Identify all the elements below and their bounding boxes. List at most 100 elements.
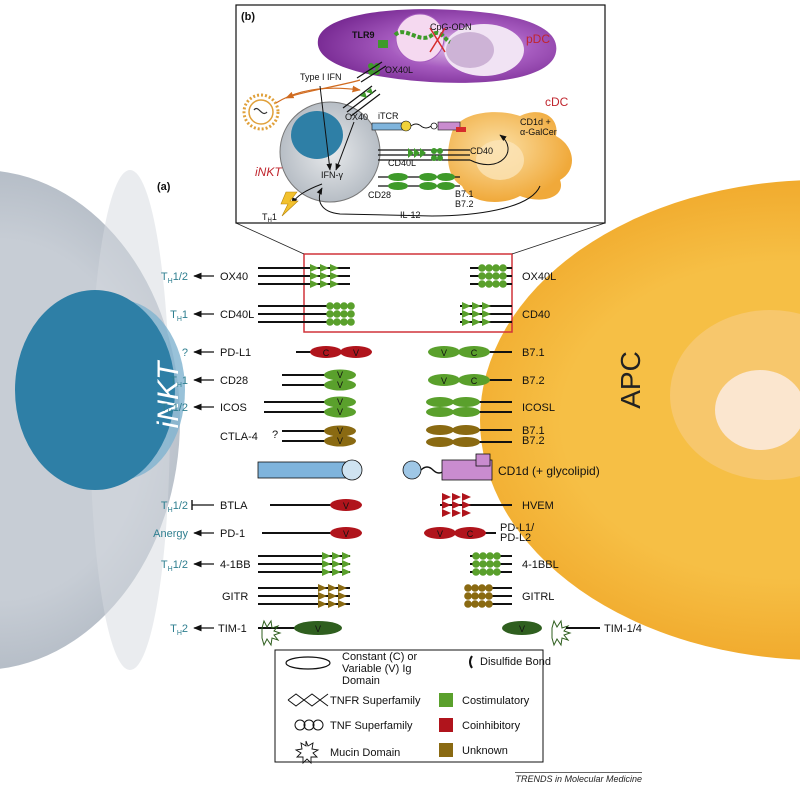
tim14-domain	[502, 621, 542, 635]
type1-ifn-label: Type I IFN	[300, 72, 342, 82]
legend-unknown: Unknown	[462, 745, 508, 757]
tlr9-icon	[378, 40, 388, 48]
pd1-letter: V	[343, 529, 349, 539]
gitrl-ligand-bead	[464, 584, 472, 592]
cd28-b71-b-pair	[378, 173, 460, 190]
cd40l-ligand-bead	[347, 302, 355, 310]
hvem-receptor-diamond	[452, 501, 461, 509]
cd40-b-label: CD40	[470, 146, 493, 156]
41bbl-ligand-bead	[479, 560, 487, 568]
gitrl-ligand-bead	[464, 592, 472, 600]
right-ligand-2-5: B7.2	[522, 435, 545, 447]
cd40l-ligand-bead	[340, 310, 348, 318]
hvem-receptor-diamond	[452, 493, 461, 501]
legend-coinhib: Coinhibitory	[462, 720, 521, 732]
cd28-letter-1: V	[337, 370, 343, 380]
ctla4-letter-1: V	[337, 426, 343, 436]
41bbl-ligand-bead	[486, 560, 494, 568]
inkt-nucleus	[15, 290, 185, 490]
b71-domains-letter-1: V	[441, 348, 447, 358]
ox40l-ligand-bead	[478, 272, 486, 280]
cd40l-ligand-bead	[333, 302, 341, 310]
cdc-label: cDC	[545, 95, 569, 109]
cd40-receptor-diamond	[472, 318, 481, 326]
inkt-cell-b	[279, 101, 381, 203]
ox40l-b-ligand	[356, 61, 387, 83]
gitr-receptor-diamond	[328, 592, 337, 600]
left-receptor-11: TIM-1	[218, 623, 247, 635]
gitr-receptor-diamond	[338, 600, 347, 608]
ox40-to-ifn-arrow	[335, 121, 355, 171]
cd40l-ligand-bead	[347, 310, 355, 318]
pdc-label: pDC	[526, 32, 550, 46]
zoom-line-right	[511, 222, 606, 255]
cd1d-domain	[475, 453, 491, 467]
41bbl-ligand-bead	[493, 568, 501, 576]
41bbl-ligand-bead	[472, 552, 480, 560]
il12-arrow	[316, 185, 541, 217]
left-receptor-4: ICOS	[220, 402, 247, 414]
b72-domains-domain-2	[458, 374, 490, 386]
b72-unk-domain-v	[426, 437, 454, 447]
hvem-receptor-diamond	[462, 509, 471, 517]
icos-letter-2: V	[337, 407, 343, 417]
cd40l-b-label: CD40L	[388, 158, 416, 168]
ox40-receptor-diamond	[310, 280, 319, 288]
right-ligand-9: 4-1BBL	[522, 559, 559, 571]
right-ligand-2-8: PD-L2	[500, 532, 531, 544]
cd40l-ligand-bead	[340, 318, 348, 326]
ox40l-ligand-bead	[499, 264, 507, 272]
ox40l-ligand-bead	[499, 280, 507, 288]
cd28-domain-1	[324, 369, 356, 381]
41bb-receptor	[322, 552, 351, 576]
gitr-receptor-diamond	[328, 584, 337, 592]
b71-domains-letter-2: C	[471, 348, 478, 358]
outcome-label-7: TH1/2	[161, 500, 188, 514]
itcr-body	[257, 461, 349, 479]
ox40l-ligand-bead	[478, 264, 486, 272]
41bb-receptor-diamond	[322, 552, 331, 560]
cd40-loop-arrow	[469, 134, 509, 166]
cd40l-ligand-bead	[333, 318, 341, 326]
ox40-receptor-diamond	[330, 272, 339, 280]
cd40l-ligand-bead	[326, 310, 334, 318]
unknown-swatch	[439, 743, 453, 757]
b71-unk-domain-c	[452, 425, 480, 435]
cpg-dna-icon	[393, 27, 452, 53]
tim14-letter: V	[519, 624, 525, 634]
b71-domains-domain-1	[428, 346, 460, 358]
disulfide-icon	[469, 655, 473, 669]
cd40l-ligand-bead	[333, 310, 341, 318]
ox40l-ligand-bead	[485, 280, 493, 288]
gitrl-ligand-bead	[485, 592, 493, 600]
btla-domain	[330, 499, 362, 511]
inkt-b-label: iNKT	[255, 165, 283, 179]
hvem-receptor-diamond	[442, 493, 451, 501]
pd1-domain	[330, 527, 362, 539]
left-receptor-5: CTLA-4	[220, 431, 258, 443]
legend-costim: Costimulatory	[462, 695, 530, 707]
gitrl-ligand-bead	[471, 600, 479, 608]
apc-cell	[480, 180, 800, 660]
ox40l-ligand-bead	[485, 264, 493, 272]
pdl1-domains-domain-1	[310, 346, 342, 358]
right-ligand-1: CD40	[522, 309, 550, 321]
tim1-mucin	[261, 619, 282, 647]
b72-domains-letter-2: C	[471, 376, 478, 386]
icos-bars	[264, 401, 330, 413]
left-receptor-8: PD-1	[220, 528, 245, 540]
costim-swatch	[439, 693, 453, 707]
ox40l-ligand-bead	[499, 272, 507, 280]
cd40-receptor-diamond	[482, 318, 491, 326]
icosl-domain-c2	[452, 407, 480, 417]
cd40-receptor-diamond	[462, 310, 471, 318]
cd40-receptor-diamond	[482, 302, 491, 310]
virus-icon	[242, 93, 280, 131]
tim14-mucin	[551, 619, 572, 647]
gitrl-ligand	[464, 584, 493, 608]
icosl-domain-v2	[426, 407, 454, 417]
cd40-receptor-diamond	[462, 318, 471, 326]
outcome-label-3: TH1	[170, 375, 188, 389]
cd28-b-label: CD28	[368, 190, 391, 200]
